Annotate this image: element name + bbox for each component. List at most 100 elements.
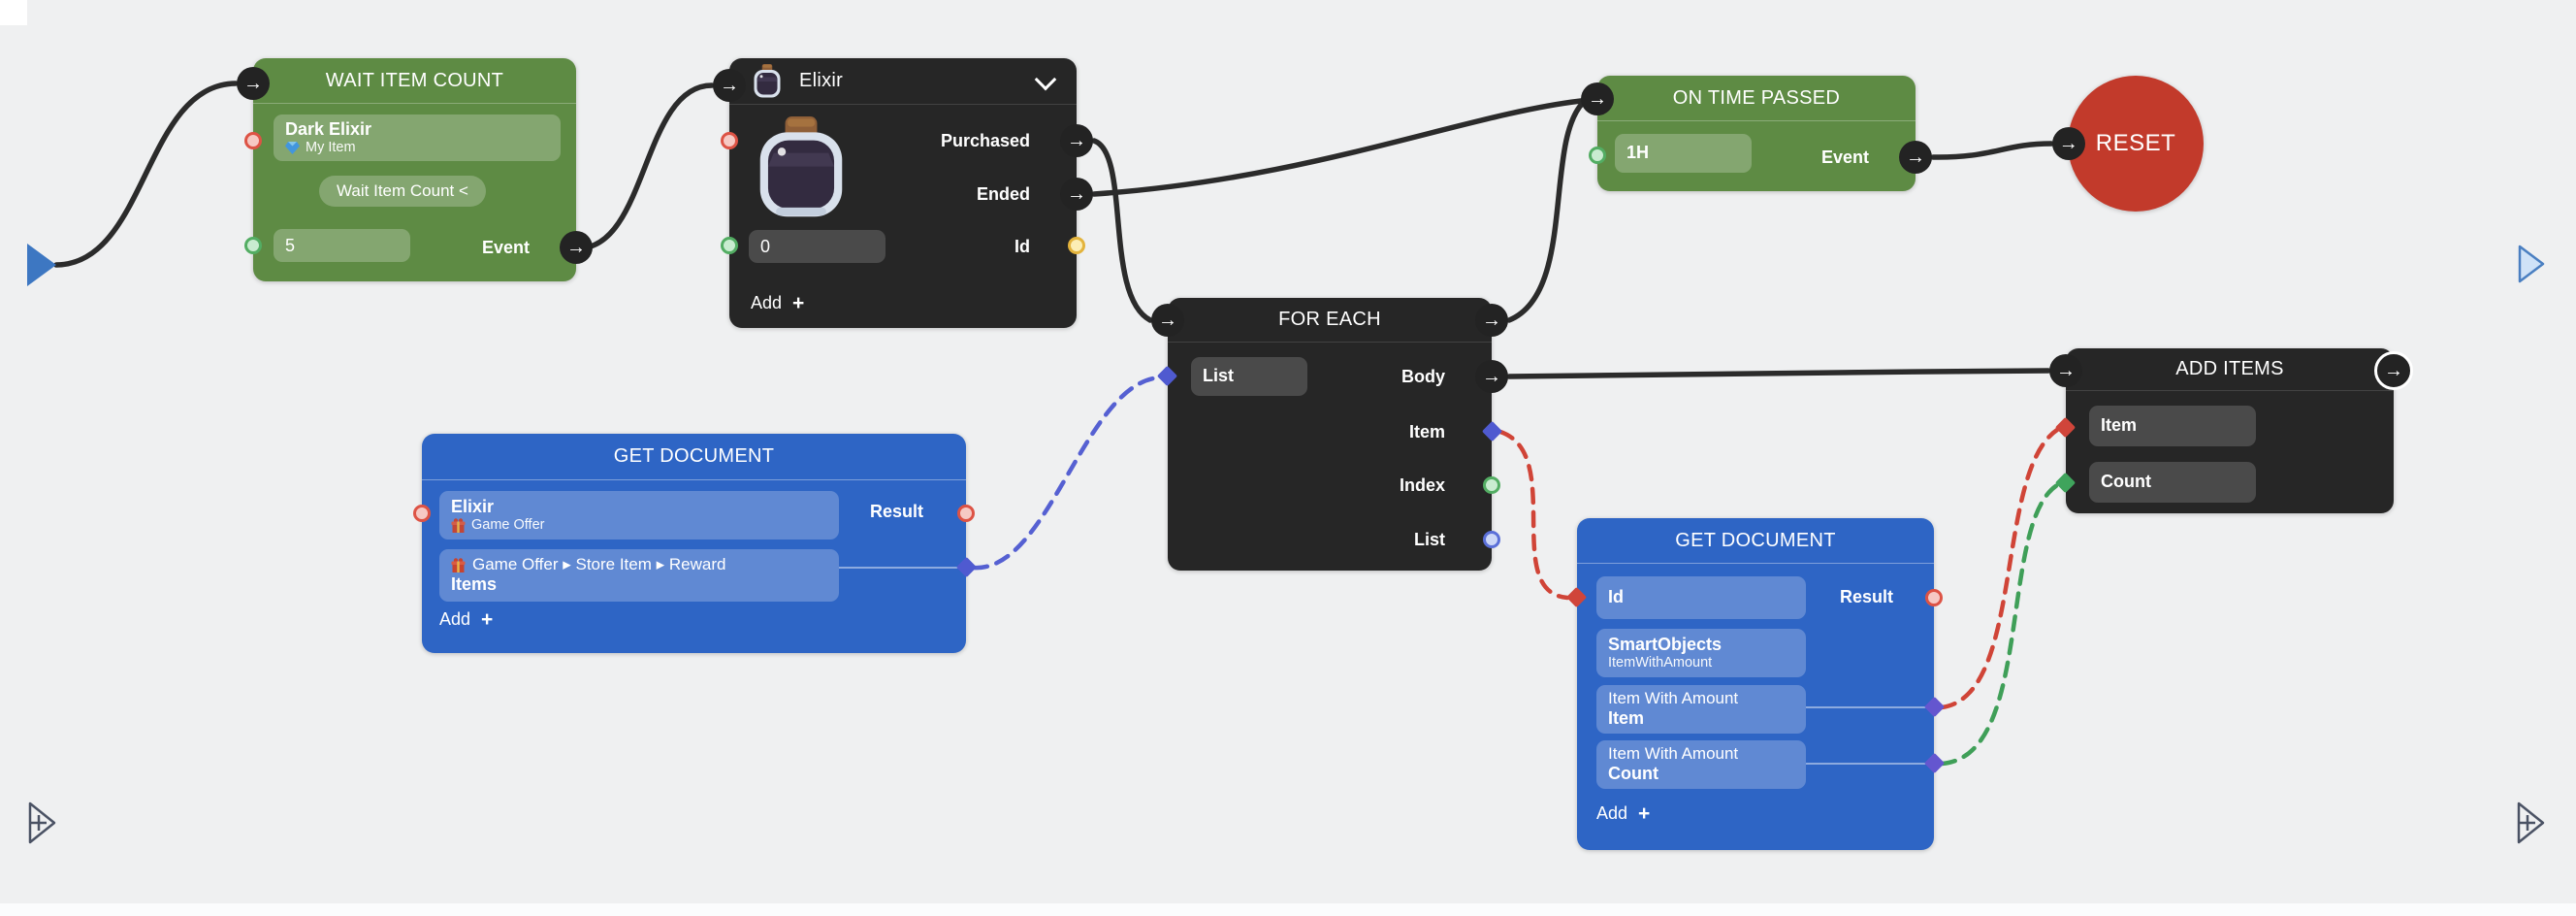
node-title: ON TIME PASSED [1672,86,1841,109]
item-input-port[interactable] [244,132,262,149]
arrow-right-icon: → [566,236,586,258]
node-title: GET DOCUMENT [613,445,775,467]
node-title: RESET [2095,130,2176,156]
id-field[interactable]: Id [1596,576,1806,619]
event-out-port[interactable]: → [1899,141,1932,174]
node-header: FOR EACH [1168,298,1492,343]
result-out-port[interactable] [1925,589,1943,606]
exec-in-port[interactable]: → [713,69,746,102]
id-input-port[interactable] [413,505,431,522]
port-connector-line [1806,763,1928,765]
interval-input-port[interactable] [1589,147,1606,164]
node-add-items[interactable]: ADD ITEMS → → Item Count [2049,348,2413,513]
arrow-right-icon: → [2058,132,2079,154]
exec-in-port[interactable]: → [2052,127,2085,160]
node-title: Elixir [799,70,844,91]
node-title: FOR EACH [1278,309,1381,330]
flow-start-marker[interactable] [27,244,56,286]
add-button[interactable]: Add + [1596,802,1651,825]
document-field[interactable]: Elixir Game Offer [439,491,839,540]
item-name: Dark Elixir [285,118,372,139]
list-label: List [1413,530,1445,549]
add-button[interactable]: Add + [439,608,494,631]
count-property-field[interactable]: Item With Amount Count [1596,740,1806,789]
node-header: GET DOCUMENT [422,434,966,480]
ended-out-port[interactable]: → [1060,178,1093,211]
port-connector-line [839,567,960,569]
node-on-time-passed[interactable]: ON TIME PASSED → 1H Event → [1581,76,1932,191]
exec-in-port[interactable]: → [237,67,270,100]
wire-start-to-wait [53,81,239,268]
chevron-down-icon[interactable] [1034,68,1057,91]
node-get-document-offer[interactable]: GET DOCUMENT Elixir Game Offer Result [413,434,978,653]
wire-foreach-body-to-additems [1506,368,2051,379]
node-header: WAIT ITEM COUNT [253,58,576,104]
path-breadcrumb: Game Offer ▸ Store Item ▸ Reward [472,555,726,573]
arrow-right-icon: → [1482,365,1501,387]
path-property: Items [451,574,498,595]
exec-out-port[interactable]: → [2374,351,2413,390]
flow-end-marker[interactable] [2514,241,2549,287]
exec-out-port[interactable]: → [1475,304,1508,337]
path-field[interactable]: Game Offer ▸ Store Item ▸ Reward Items [439,549,839,602]
purchased-out-port[interactable]: → [1060,124,1093,157]
list-out-port[interactable] [1483,531,1500,548]
wire-elixir-purchased-to-foreach [1091,138,1153,323]
arrow-right-icon: → [1906,146,1925,168]
exec-in-port[interactable]: → [1151,304,1184,337]
index-out-port[interactable] [1483,476,1500,494]
count-input-port[interactable] [721,237,738,254]
plus-icon [2520,815,2535,831]
property-name: Count [1608,764,1658,784]
node-header: GET DOCUMENT [1577,518,1934,564]
node-header: ON TIME PASSED [1597,76,1916,121]
plus-icon: + [792,292,805,314]
node-for-each[interactable]: FOR EACH → → List Body → Item Index List [1151,298,1508,571]
event-out-port[interactable]: → [560,231,593,264]
body-out-port[interactable]: → [1475,360,1508,393]
node-get-document-item[interactable]: GET DOCUMENT Id Result SmartObjects Item… [1565,518,1946,850]
interval-value-field[interactable]: 1H [1615,134,1752,173]
wire-wait-event-to-elixir [575,82,715,251]
property-name: Item [1608,708,1645,729]
wire-items-to-foreach-list [971,375,1163,571]
node-reset[interactable]: RESET → [2052,76,2204,212]
wire-foreach-out-to-ontimepassed [1506,100,1586,323]
item-label: Item [1408,422,1445,442]
document-collection: Game Offer [471,517,545,534]
condition-pill[interactable]: Wait Item Count < [319,176,486,207]
event-label: Event [481,238,530,257]
wire-ontimepassed-event-to-reset [1930,141,2054,160]
result-out-port[interactable] [957,505,975,522]
id-out-port[interactable] [1068,237,1085,254]
exec-in-port[interactable]: → [2049,354,2082,387]
add-lane-button-right[interactable] [2512,798,2551,848]
body-label: Body [1401,367,1445,386]
node-elixir[interactable]: Elixir → Purchased → Ended → 0 Id [713,58,1093,328]
plus-icon [31,815,47,831]
item-property-field[interactable]: Item With Amount Item [1596,685,1806,734]
plus-icon: + [1638,802,1651,825]
add-lane-button-left[interactable] [23,798,62,848]
property-type: Item With Amount [1608,744,1739,764]
count-value-field[interactable]: 5 [274,229,410,262]
item-field[interactable]: Item [2089,406,2256,446]
ended-label: Ended [976,184,1030,204]
exec-in-port[interactable]: → [1581,82,1614,115]
count-input-port[interactable] [244,237,262,254]
arrow-right-icon: → [720,74,739,96]
index-label: Index [1399,475,1445,495]
list-input-field[interactable]: List [1191,357,1307,396]
schema-field[interactable]: SmartObjects ItemWithAmount [1596,629,1806,677]
elixir-bottle-icon [754,63,781,97]
document-name: Elixir [451,496,495,516]
node-wait-item-count[interactable]: WAIT ITEM COUNT → Dark Elixir My Item Wa… [237,58,593,281]
count-field[interactable]: Count [2089,462,2256,503]
item-field[interactable]: Dark Elixir My Item [274,114,561,161]
count-value-field[interactable]: 0 [749,230,886,263]
wire-getdoc-count-to-additems-count [1939,482,2060,767]
add-button[interactable]: Add + [751,292,805,314]
schema-name: SmartObjects [1608,634,1723,654]
item-input-port[interactable] [721,132,738,149]
